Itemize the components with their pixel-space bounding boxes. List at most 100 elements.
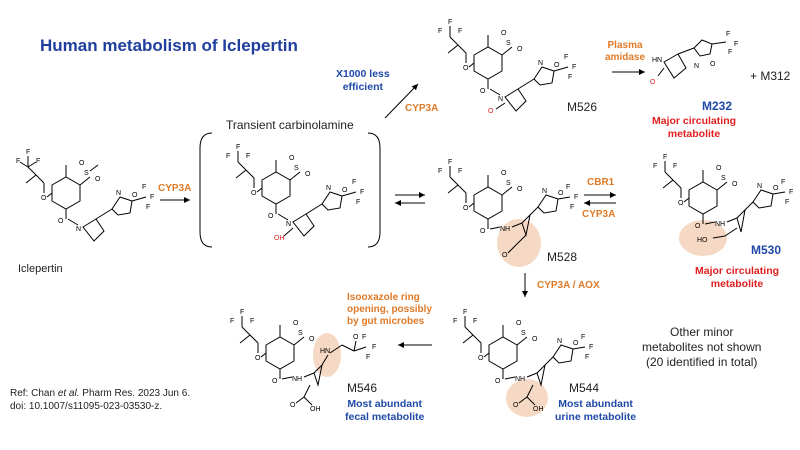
iclepertin-label: Iclepertin [18,263,63,275]
svg-text:O: O [309,336,315,343]
svg-text:F: F [372,344,376,351]
ring-line1: Isooxazole ring [347,292,420,303]
svg-text:F: F [581,334,585,341]
svg-text:HO: HO [697,237,708,244]
m546-note-line2: fecal metabolite [345,411,425,423]
svg-text:O: O [558,190,564,197]
m544-note: Most abundant urine metabolite [555,398,636,424]
svg-text:O: O [501,170,507,177]
svg-text:S: S [506,40,511,47]
svg-text:O: O [342,187,348,194]
svg-text:F: F [226,153,230,160]
svg-text:N: N [542,188,547,195]
svg-text:S: S [298,330,303,337]
minor-note-line1: Other minor [670,325,734,339]
page-title: Human metabolism of Iclepertin [40,36,298,55]
svg-text:O: O [488,108,494,115]
svg-text:O: O [478,355,484,362]
m544-note-line1: Most abundant [558,398,633,410]
svg-text:O: O [516,320,522,327]
m232-note-line2: metabolite [667,128,721,140]
m530-note-line1: Major circulating [695,265,780,277]
svg-text:S: S [721,175,726,182]
svg-text:F: F [585,354,589,361]
m528-label: M528 [547,250,578,264]
svg-text:O: O [95,176,101,183]
svg-text:O: O [732,181,738,188]
m232-note-line1: Major circulating [652,115,737,127]
svg-text:F: F [574,194,578,201]
svg-text:F: F [564,54,568,61]
svg-text:F: F [36,158,40,165]
svg-text:NH: NH [715,221,725,228]
m530-highlight [679,220,727,256]
svg-text:O: O [293,320,299,327]
m546-highlight [313,333,341,377]
svg-text:NH: NH [292,376,302,383]
reference-prefix: Ref: Chan [10,388,58,399]
svg-text:O: O [710,61,716,68]
right-bracket [367,132,381,248]
m528-highlight [497,219,541,267]
ring-line3: by gut microbes [347,316,425,327]
svg-text:F: F [448,19,452,26]
svg-text:O: O [517,186,523,193]
m546-note-line1: Most abundant [347,398,423,410]
x1000-note: X1000 less efficient [336,68,390,94]
svg-text:O: O [678,200,684,207]
svg-text:F: F [142,184,146,191]
svg-text:O: O [463,205,469,212]
svg-text:N: N [557,338,562,345]
svg-text:F: F [356,199,360,206]
m544-label: M544 [569,381,600,395]
svg-text:O: O [132,192,138,199]
svg-text:N: N [757,183,762,190]
svg-text:N: N [286,221,291,228]
svg-text:O: O [305,171,311,178]
minor-metabolites-note: Other minor metabolites not shown (20 id… [642,325,761,370]
svg-text:F: F [458,168,462,175]
svg-text:F: F [360,189,364,196]
svg-text:O: O [79,160,85,167]
svg-text:F: F [572,64,576,71]
svg-text:O: O [695,223,701,230]
svg-text:F: F [26,149,30,156]
m526-label: M526 [567,100,598,114]
svg-text:N: N [538,60,543,67]
svg-text:F: F [589,344,593,351]
svg-text:F: F [458,28,462,35]
svg-text:F: F [362,334,366,341]
svg-text:O: O [289,155,295,162]
m544-note-line2: urine metabolite [555,411,637,423]
svg-text:S: S [521,330,526,337]
svg-text:O: O [255,355,261,362]
svg-text:HN: HN [652,57,662,64]
m546-label: M546 [347,381,378,395]
svg-text:F: F [438,168,442,175]
amidase-line1: Plasma [607,40,643,51]
m232-note: Major circulating metabolite [652,115,736,141]
svg-text:O: O [573,340,579,347]
arrow-transient-to-m526 [384,83,419,119]
svg-text:O: O [513,402,519,409]
m530-note-line2: metabolite [710,278,764,290]
svg-text:F: F [734,41,738,48]
m546-note: Most abundant fecal metabolite [345,398,424,424]
enzyme-plasma-amidase: Plasma amidase [605,40,645,64]
svg-text:F: F [663,154,667,161]
svg-text:OH: OH [310,406,321,413]
enzyme-cyp3a-first: CYP3A [158,183,192,194]
x1000-note-line1: X1000 less [336,68,390,80]
reference-suffix: Pharm Res. 2023 Jun 6. [79,388,191,399]
x1000-note-line2: efficient [342,81,383,93]
svg-text:O: O [480,88,486,95]
svg-text:O: O [517,46,523,53]
enzyme-cyp3a-aox: CYP3A / AOX [537,280,600,291]
svg-text:F: F [246,153,250,160]
m232-label: M232 [702,99,733,113]
svg-text:O: O [502,252,508,259]
